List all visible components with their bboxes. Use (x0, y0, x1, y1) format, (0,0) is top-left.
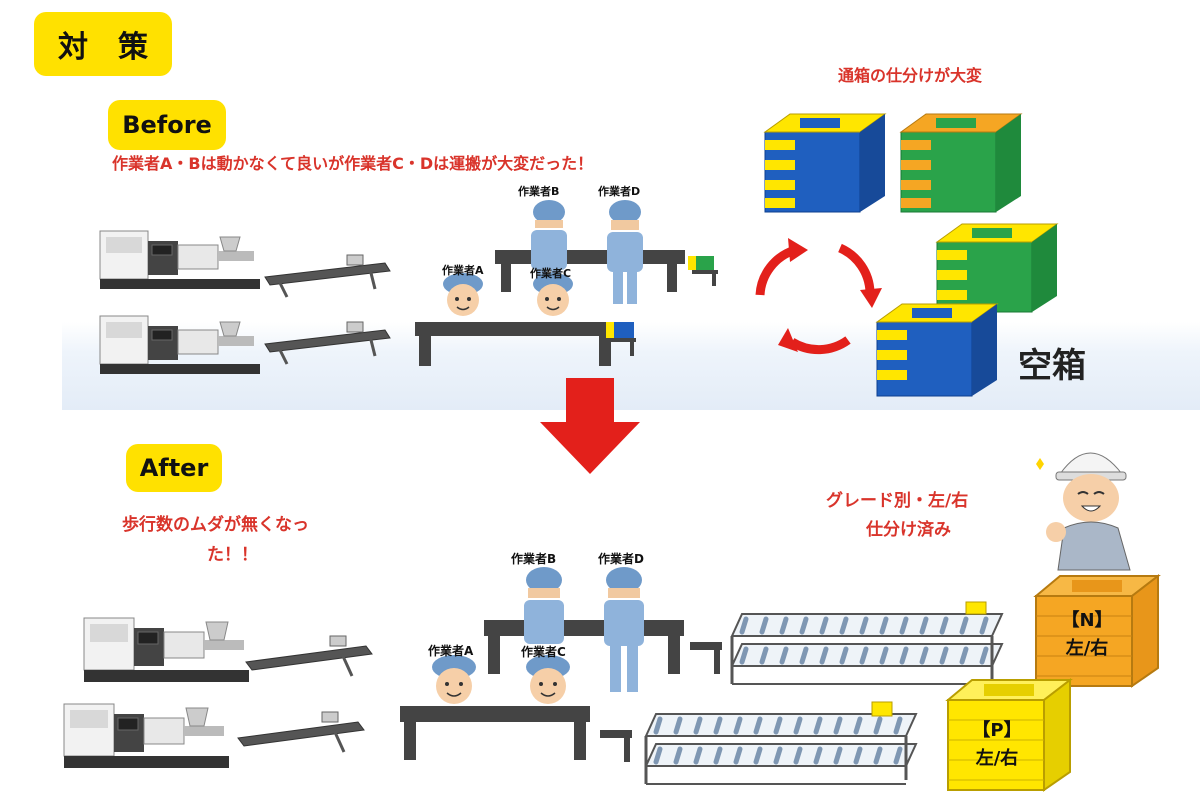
molding-machine-icon (99, 230, 260, 289)
worker-c-label: 作業者C (521, 645, 566, 659)
roller-conveyor-icon (644, 701, 918, 785)
crate-n-side: 左/右 (1065, 638, 1109, 659)
crate-stack-blue-icon (763, 113, 887, 213)
page-title: 対 策 (34, 12, 172, 76)
worker-d-label: 作業者D (598, 552, 644, 566)
work-table-icon (495, 250, 685, 292)
after-caption-line2: た！！ (207, 545, 258, 565)
molding-machine-icon (63, 703, 229, 768)
crate-stack-green-icon (899, 113, 1023, 213)
worker-a-icon (443, 273, 483, 316)
conveyor-icon (237, 711, 365, 753)
work-table-icon (415, 322, 615, 366)
sorting-note: 通箱の仕分けが大変 (838, 66, 983, 85)
worker-b-label: 作業者B (518, 185, 560, 198)
crate-n-grade: 【N】 (1061, 610, 1113, 631)
sorted-note-line1: グレード別・左/右 (826, 491, 969, 511)
worker-c-icon (526, 655, 570, 704)
worker-b-icon (524, 567, 564, 644)
conveyor-icon (264, 321, 391, 365)
small-box-icon (688, 256, 718, 286)
crate-n-icon (1033, 573, 1161, 688)
worker-a-label: 作業者A (442, 264, 484, 277)
crate-p-grade: 【P】 (972, 720, 1022, 741)
crate-p-icon (945, 677, 1073, 792)
worker-a-label: 作業者A (428, 644, 474, 658)
empty-box-label: 空箱 (1018, 346, 1086, 386)
before-tag: Before (108, 100, 226, 150)
worker-a-icon (432, 655, 476, 704)
sorted-note-line2: 仕分け済み (866, 520, 951, 540)
worker-d-icon (607, 200, 643, 304)
worker-d-icon (604, 567, 644, 692)
molding-machine-icon (83, 617, 249, 682)
small-table-icon (600, 730, 632, 762)
work-table-icon (484, 620, 684, 674)
supervisor-icon (1036, 452, 1131, 571)
after-tag: After (126, 444, 222, 492)
worker-b-label: 作業者B (511, 552, 557, 566)
cycle-arrows-icon (755, 238, 882, 355)
small-table-icon (690, 642, 722, 674)
molding-machine-icon (99, 315, 260, 374)
crate-stack-empty-icon (875, 303, 999, 397)
roller-conveyor-icon (730, 601, 1004, 685)
worker-c-icon (533, 273, 573, 316)
conveyor-icon (245, 635, 373, 677)
after-caption-line1: 歩行数のムダが無くなっ (122, 515, 309, 535)
small-box-icon (606, 322, 636, 356)
work-table-icon (400, 706, 590, 760)
conveyor-icon (264, 254, 391, 298)
worker-d-label: 作業者D (598, 185, 641, 198)
crate-stack-green-icon (935, 223, 1059, 313)
worker-c-label: 作業者C (530, 267, 572, 280)
before-caption: 作業者A・Bは動かなくて良いが作業者C・Dは運搬が大変だった！ (112, 154, 594, 173)
crate-p-side: 左/右 (975, 748, 1019, 769)
transition-arrow-icon (540, 378, 640, 474)
